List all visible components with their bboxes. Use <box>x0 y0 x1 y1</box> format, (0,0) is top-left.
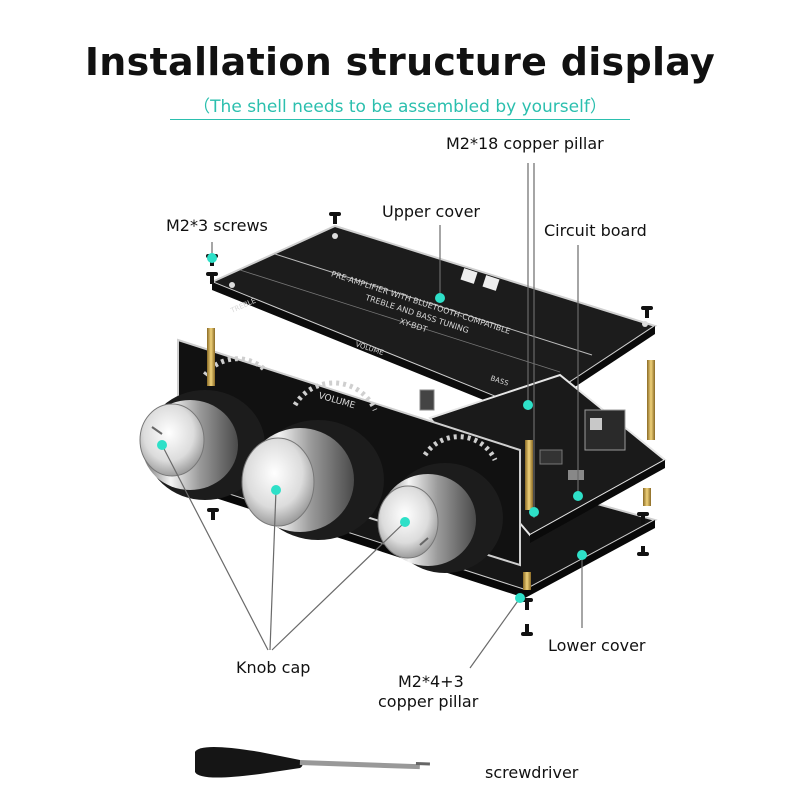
label-copper-pillar: copper pillar <box>378 692 479 711</box>
label-m2-4-3: M2*4+3 <box>398 672 464 691</box>
label-knob-cap: Knob cap <box>236 658 311 677</box>
label-m2-18-copper-pillar: M2*18 copper pillar <box>446 134 604 153</box>
short-copper-pillar <box>523 572 531 590</box>
long-copper-pillar <box>647 360 655 440</box>
label-upper-cover: Upper cover <box>382 202 481 221</box>
long-copper-pillar <box>207 328 215 386</box>
circuit-board <box>419 373 667 543</box>
callout-markers <box>157 253 587 603</box>
upper-cover: PRE-AMPLIFIER WITH BLUETOOTH-COMPATIBLE … <box>209 224 658 418</box>
knob-treble <box>139 390 265 500</box>
page-title: Installation structure display <box>84 40 716 84</box>
knob-bass <box>377 463 503 573</box>
label-screwdriver: screwdriver <box>485 763 579 782</box>
label-circuit-board: Circuit board <box>544 221 647 240</box>
label-m2-3-screws: M2*3 screws <box>166 216 268 235</box>
callout-lines <box>161 163 583 669</box>
screwdriver-icon <box>195 747 430 778</box>
label-lower-cover: Lower cover <box>548 636 646 655</box>
long-copper-pillar <box>525 440 533 510</box>
knob-volume <box>241 420 384 540</box>
short-copper-pillar <box>643 488 651 506</box>
page-subtitle: （The shell needs to be assembled by your… <box>170 92 630 120</box>
